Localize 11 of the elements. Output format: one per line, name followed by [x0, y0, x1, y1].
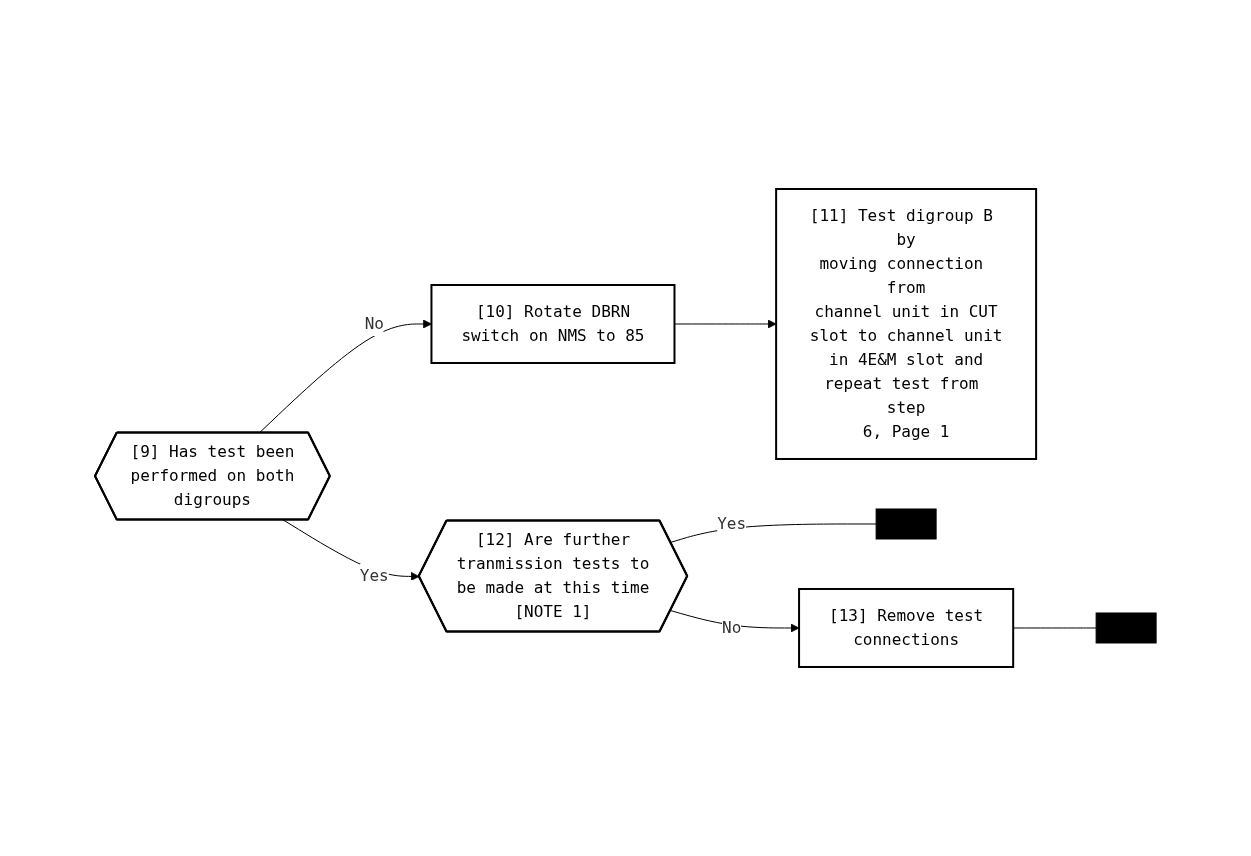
node-box: [10] Rotate DBRN switch on NMS to 85 [430, 284, 676, 364]
node-bar [1095, 612, 1157, 644]
node-box: [11] Test digroup B by moving connection from channel unit in CUT slot to channel unit in 4E&M slot and repeat test from step 6, Page 1 [775, 188, 1038, 460]
arrow [670, 610, 800, 633]
arrow [258, 319, 432, 434]
edge-label: No [364, 314, 384, 333]
node-bar [875, 508, 937, 540]
edge-label: No [721, 617, 742, 637]
node-box: [13] Remove test connections [798, 588, 1015, 668]
edge-label: Yes [717, 513, 747, 533]
edge-label: Yes [359, 565, 389, 585]
